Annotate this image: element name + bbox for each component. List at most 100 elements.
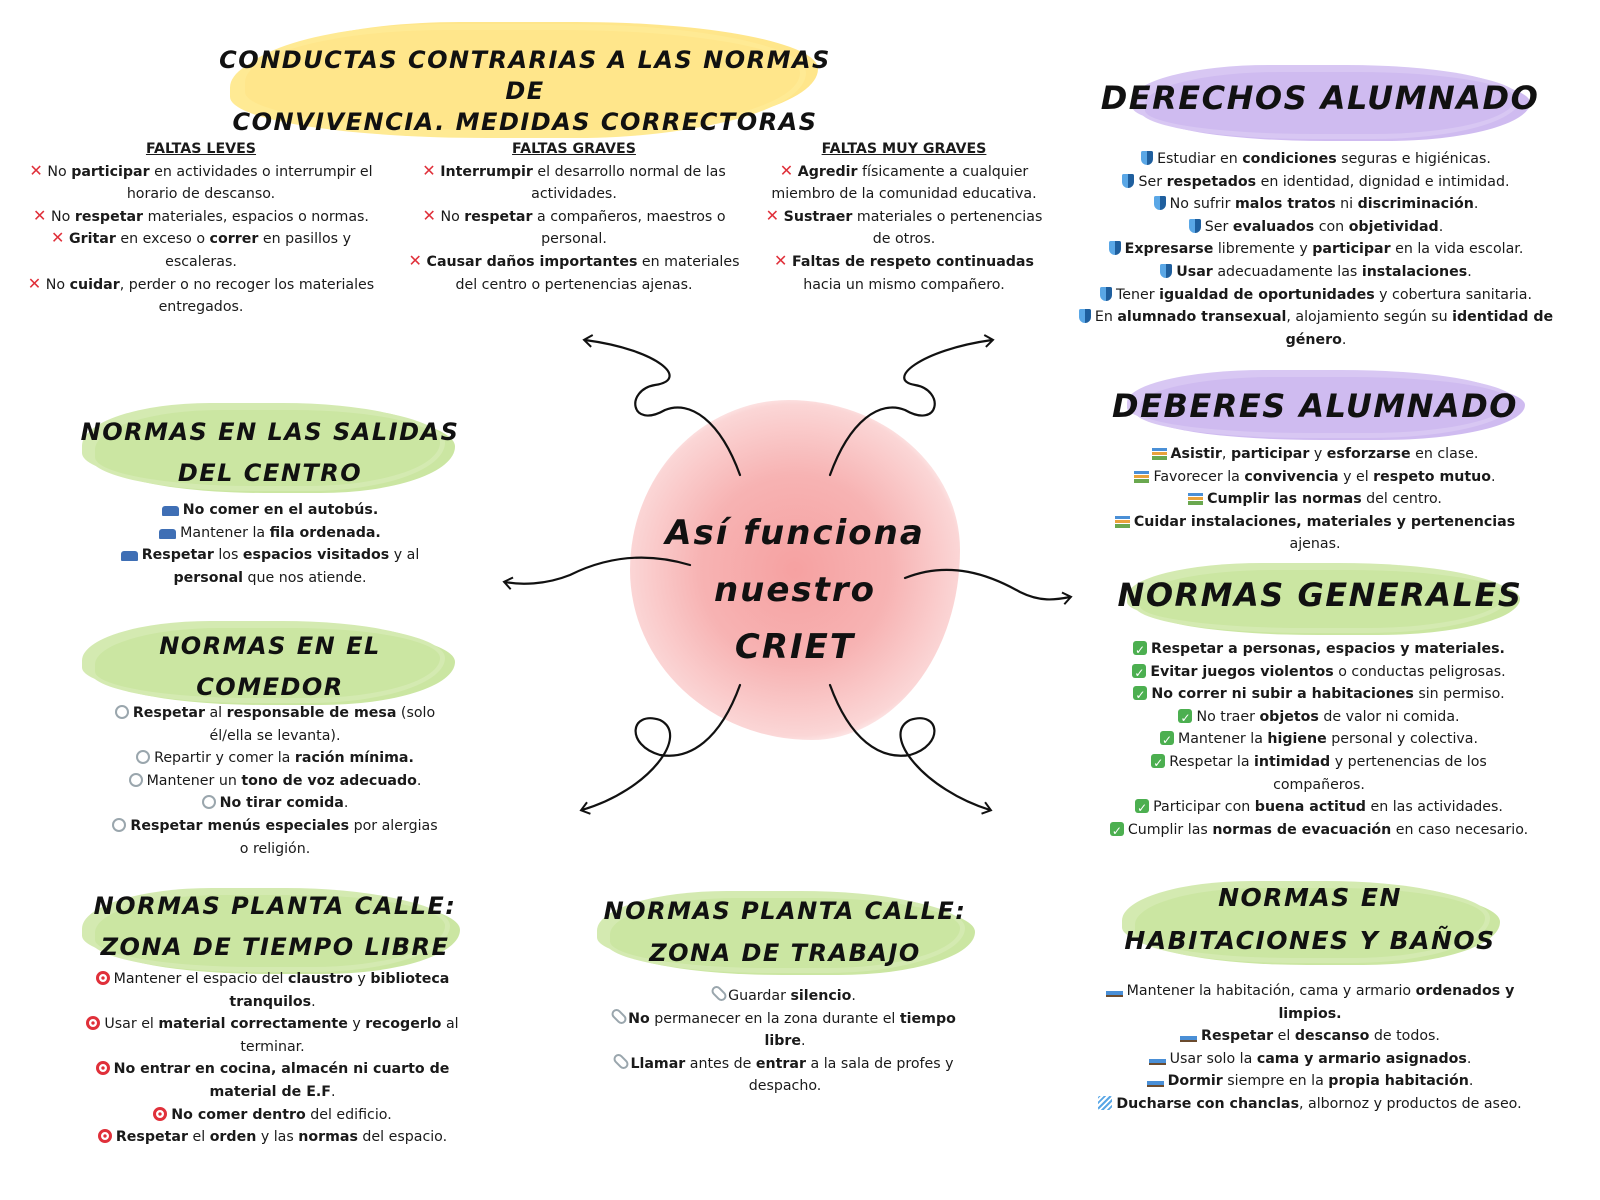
check-icon [1159,729,1174,752]
bold-text: silencio [790,988,852,1004]
bold-text: No comer dentro [171,1106,306,1123]
salidas-highlight [95,410,440,486]
list-item: No traer objetos de valor ni comida. [1105,706,1533,729]
list-item: Mantener un tono de voz adecuado. [110,770,440,793]
list-item: Llamar antes de entrar a la sala de prof… [600,1051,970,1098]
text: En [1094,309,1118,326]
target-icon [153,1106,168,1121]
bed-icon [1180,1032,1198,1043]
section-title-line: convivencia. Medidas correctoras [232,108,818,137]
x-icon [29,160,43,183]
text: en materiales del centro o pertenencias … [455,253,740,293]
bed-icon [1105,987,1123,997]
list-item: Respetar menús especiales por alergias o… [110,815,440,860]
text: Mantener la habitación, cama y armario [1126,983,1416,999]
text: hacia un mismo compañero. [803,276,1005,293]
x-icon [51,227,65,250]
bold-text: malos tratos [1234,196,1336,213]
text: al terminar. [240,1016,459,1055]
text: materiales, espacios o normas. [143,208,369,225]
column-heading: FALTAS LEVES [145,141,257,157]
list-item: Usar solo la cama y armario asignados. [1080,1048,1540,1071]
bold-text: ración mínima. [294,750,414,767]
list-item: No tirar comida. [110,792,440,815]
section-title-line: Conductas contrarias a las normas de [219,46,831,106]
list-item: Usar adecuadamente las instalaciones. [1076,261,1556,284]
generales-title: Normas generales [1095,575,1545,617]
text: Guardar [728,988,791,1004]
text: al [204,705,227,721]
x-icon [780,160,794,183]
faltas-graves-column: FALTAS GRAVESInterrumpir el desarrollo n… [398,138,750,296]
text: No [440,208,465,225]
text: el desarrollo normal de las actividades. [531,163,726,203]
faltas-muy-graves-column: FALTAS MUY GRAVESAgredir físicamente a c… [755,138,1053,296]
section-title-line: Normas planta calle: [603,897,967,925]
bed-icon [1148,1054,1166,1065]
bold-text: No correr ni subir a habitaciones [1151,686,1414,703]
text: del espacio. [357,1129,448,1146]
bold-text: No tirar comida [219,795,344,812]
text: y [1309,446,1327,462]
habitaciones-title: Normas enhabitaciones y baños [1090,876,1530,962]
bold-text: participar [71,163,150,180]
bold-text: descanso [1294,1028,1370,1045]
text: . [851,988,856,1004]
text: libremente y [1213,241,1313,258]
text: , [1221,446,1231,462]
bold-text: Respetar a personas, espacios y material… [1151,641,1505,657]
bold-text: condiciones [1242,151,1337,167]
shower-icon [1098,1095,1113,1110]
section-title-line: Normas en [1218,883,1402,912]
text: en la vida escolar. [1390,241,1524,258]
text: Tener [1116,286,1160,303]
check-icon [1133,639,1148,662]
check-icon [1151,752,1166,775]
text: que nos atiende. [243,569,367,586]
comedor-list: Respetar al responsable de mesa (solo él… [110,702,440,860]
section-title-line: Normas en el [159,632,381,660]
list-item: Mantener el espacio del claustro y bibli… [75,968,470,1013]
text: por alergias o religión. [239,817,438,857]
list-item: Faltas de respeto continuadas hacia un m… [755,250,1053,296]
bus-icon [159,528,177,539]
bold-text: Respetar [115,1129,188,1146]
x-icon [409,250,423,273]
habitaciones-list: Mantener la habitación, cama y armario o… [1080,980,1540,1116]
list-item: Mantener la fila ordenada. [100,522,440,545]
text: y [352,971,371,987]
bold-text: recogerlo [365,1016,442,1033]
bold-text: Agredir [797,163,858,180]
bold-text: objetividad [1348,218,1439,235]
list-item: No comer dentro del edificio. [75,1104,470,1127]
bold-text: Gritar [69,231,116,248]
bold-text: No [628,1010,650,1027]
shield-icon [1122,173,1135,188]
center-title-line: CRIET [734,627,856,667]
list-item: Cumplir las normas de evacuación en caso… [1105,819,1533,842]
text: No [51,208,75,225]
bold-text: esforzarse [1326,446,1411,462]
list-item: Dormir siempre en la propia habitación. [1080,1070,1540,1093]
bold-text: buena actitud [1254,799,1366,816]
check-icon [1109,820,1124,842]
bold-text: cuidar [69,276,120,293]
text: el [187,1129,210,1146]
x-icon [28,273,42,296]
bold-text: Llamar [630,1055,686,1072]
list-item: Estudiar en condiciones seguras e higién… [1076,148,1556,171]
text: el [1273,1028,1295,1045]
text: físicamente a cualquier miembro de la co… [771,163,1037,203]
bed-icon [1146,1077,1164,1088]
text: . [416,772,422,789]
text: y cobertura sanitaria. [1374,286,1532,303]
list-item: Favorecer la convivencia y el respeto mu… [1095,466,1535,489]
target-icon [86,1016,101,1031]
text: en las actividades. [1365,799,1503,816]
text: siempre en la [1222,1073,1329,1090]
text: Mantener un [146,772,242,789]
text: Mantener el espacio del [113,971,288,987]
bold-text: convivencia [1244,468,1339,485]
check-icon [1178,707,1193,729]
text: Usar solo la [1169,1050,1257,1067]
